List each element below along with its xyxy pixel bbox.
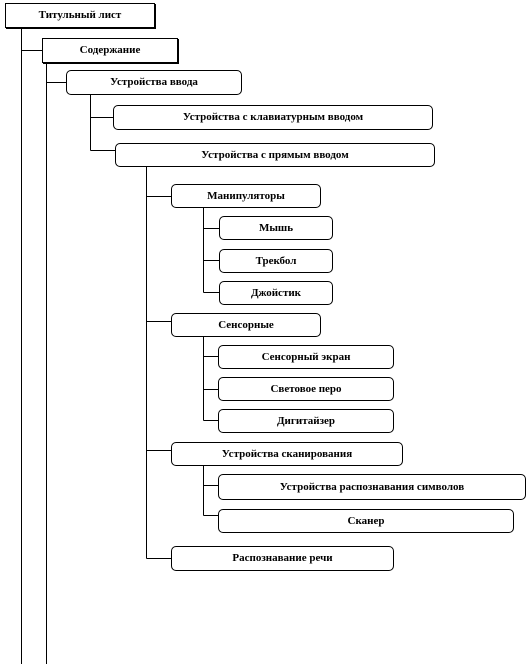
node-scanning-devices[interactable]: Устройства сканирования	[171, 442, 403, 466]
node-mouse[interactable]: Мышь	[219, 216, 333, 240]
node-trackball[interactable]: Трекбол	[219, 249, 333, 273]
node-title-page[interactable]: Титульный лист	[5, 3, 155, 28]
node-manipulators[interactable]: Манипуляторы	[171, 184, 321, 208]
node-direct-input[interactable]: Устройства с прямым вводом	[115, 143, 435, 167]
node-speech-recognition[interactable]: Распознавание речи	[171, 546, 394, 571]
node-touch[interactable]: Сенсорные	[171, 313, 321, 337]
node-joystick[interactable]: Джойстик	[219, 281, 333, 305]
node-keyboard-input[interactable]: Устройства с клавиатурным вводом	[113, 105, 433, 130]
node-char-recognition[interactable]: Устройства распознавания символов	[218, 474, 526, 500]
node-digitizer[interactable]: Дигитайзер	[218, 409, 394, 433]
node-touch-screen[interactable]: Сенсорный экран	[218, 345, 394, 369]
node-input-devices[interactable]: Устройства ввода	[66, 70, 242, 95]
node-light-pen[interactable]: Световое перо	[218, 377, 394, 401]
node-scanner[interactable]: Сканер	[218, 509, 514, 533]
node-contents[interactable]: Содержание	[42, 38, 178, 63]
